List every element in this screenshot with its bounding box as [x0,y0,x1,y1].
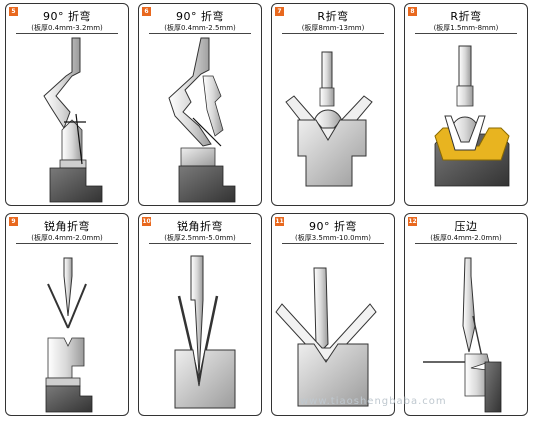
card-subtitle: (板厚0.4mm-2.0mm) [430,234,502,242]
bending-illustration [168,37,236,203]
card-subtitle: (板厚1.5mm-8mm) [433,24,499,32]
card-number-badge: 12 [408,217,417,226]
bending-illustration [43,37,103,203]
card-subtitle: (板厚0.4mm-3.2mm) [31,24,103,32]
bending-card-7: 7 R折弯 (板厚8mm-13mm) [271,3,395,206]
card-number-badge: 10 [142,217,151,226]
card-subtitle: (板厚0.4mm-2.5mm) [164,24,236,32]
bending-card-12: 12 压边 (板厚0.4mm-2.0mm) [404,213,528,416]
bending-card-10: 10 锐角折弯 (板厚2.5mm-5.0mm) [138,213,262,416]
bending-card-9: 9 锐角折弯 (板厚0.4mm-2.0mm) [5,213,129,416]
card-title: 90° 折弯 [309,220,357,233]
card-title: 压边 [454,220,478,233]
bending-illustration [423,257,502,413]
card-subtitle: (板厚8mm-13mm) [301,24,365,32]
card-number-badge: 9 [9,217,18,226]
watermark: www.tiaoshengbaba.com [300,396,447,407]
card-title: R折弯 [450,10,482,23]
bending-card-11: 11 90° 折弯 (板厚3.5mm-10.0mm) [271,213,395,416]
card-number-badge: 5 [9,7,18,16]
card-divider [149,33,251,34]
card-subtitle: (板厚3.5mm-10.0mm) [295,234,371,242]
card-number-badge: 11 [275,217,284,226]
bending-card-8: 8 R折弯 (板厚1.5mm-8mm) [404,3,528,206]
card-number-badge: 8 [408,7,417,16]
card-number-badge: 6 [142,7,151,16]
card-title: R折弯 [317,10,349,23]
bending-illustration [285,51,373,187]
card-title: 90° 折弯 [176,10,224,23]
card-subtitle: (板厚0.4mm-2.0mm) [31,234,103,242]
bending-card-5: 5 90° 折弯 (板厚0.4mm-3.2mm) [5,3,129,206]
bending-illustration [434,45,510,187]
card-number-badge: 7 [275,7,284,16]
card-divider [415,243,517,244]
card-title: 90° 折弯 [43,10,91,23]
card-divider [282,243,384,244]
card-subtitle: (板厚2.5mm-5.0mm) [164,234,236,242]
card-title: 锐角折弯 [177,220,223,233]
bending-card-6: 6 90° 折弯 (板厚0.4mm-2.5mm) [138,3,262,206]
card-divider [16,243,118,244]
bending-illustration [45,257,93,413]
card-divider [282,33,384,34]
card-divider [149,243,251,244]
card-divider [16,33,118,34]
bending-illustration [275,267,377,407]
bending-illustration [174,255,236,409]
card-divider [415,33,517,34]
card-title: 锐角折弯 [44,220,90,233]
